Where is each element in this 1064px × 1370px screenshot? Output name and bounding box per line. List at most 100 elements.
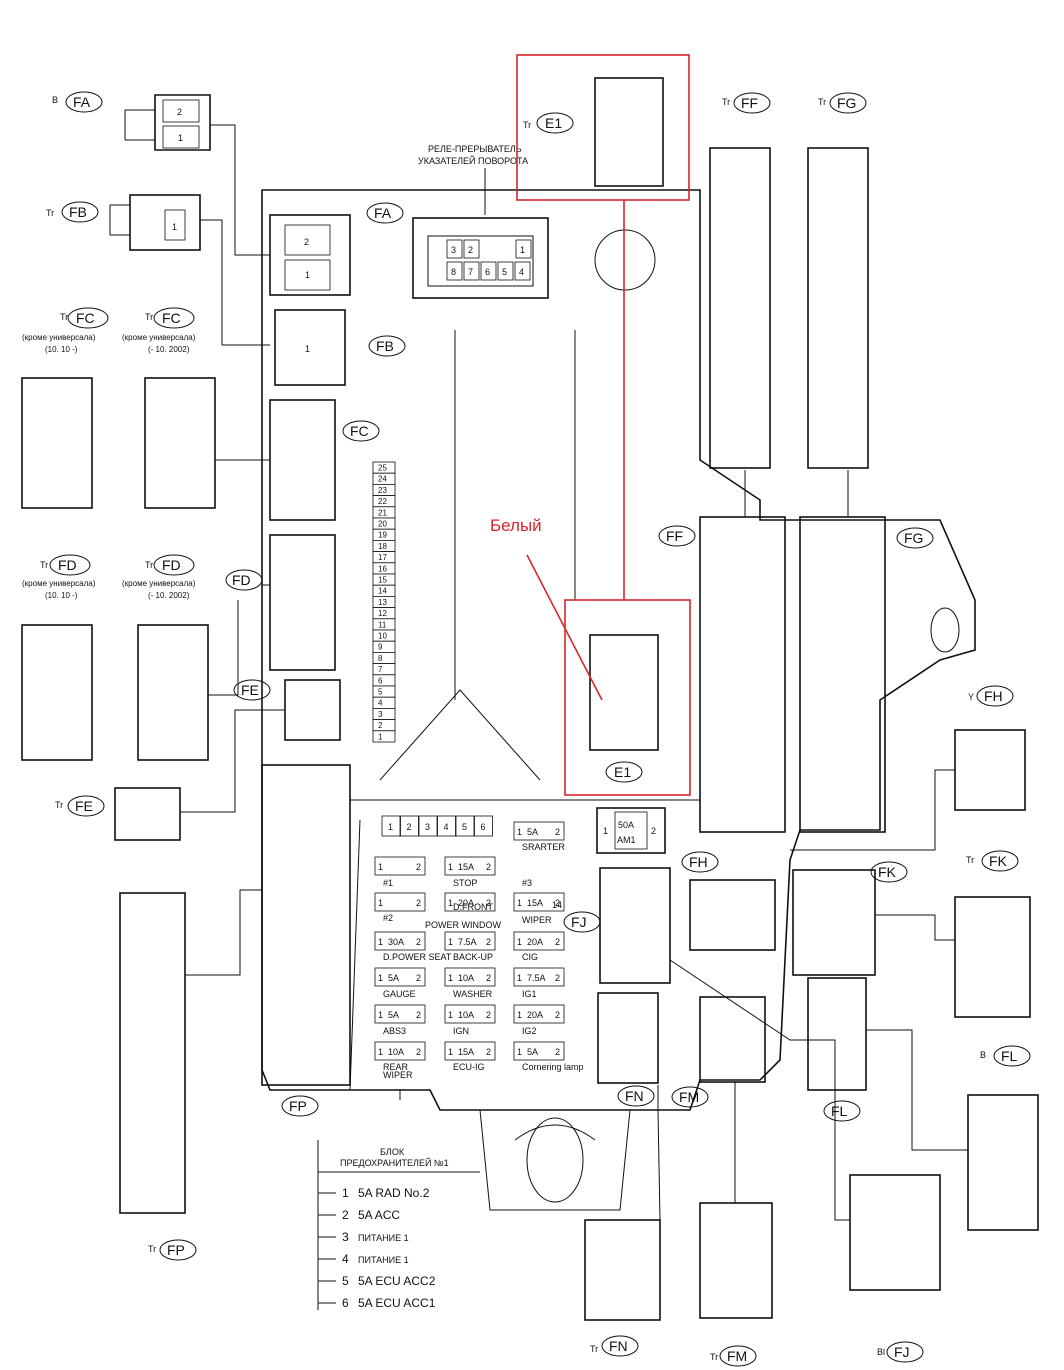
legend-number: 5: [342, 1274, 349, 1288]
connector-code: E1: [545, 115, 562, 131]
strip-number: 7: [378, 665, 383, 674]
connector-prefix: Tr: [60, 312, 68, 322]
fuse-pin: 1: [517, 827, 522, 837]
legend-number: 3: [342, 1230, 349, 1244]
connector-fe-external: Tr FE FE: [55, 679, 285, 841]
fuse-pin: 1: [517, 1047, 522, 1057]
relay-pin-label: 4: [519, 267, 524, 277]
relay-pin: [480, 261, 497, 281]
connector-prefix: Tr: [722, 97, 730, 107]
connector-code: FD: [58, 557, 77, 573]
fuse-pin: 1: [517, 973, 522, 983]
fuse: [374, 931, 426, 951]
fuse-pin: 2: [486, 937, 491, 947]
fuse-label: STOP: [453, 878, 477, 888]
legend-text: 5A ECU ACC2: [358, 1274, 436, 1288]
fuse-pin: 2: [416, 1010, 421, 1020]
relay-pin: [463, 261, 480, 281]
fuse-name: AM1: [617, 835, 636, 845]
fuse-amps: 5A: [527, 827, 538, 837]
connector-code: FH: [689, 854, 708, 870]
fuse-label: WASHER: [453, 989, 493, 999]
strip-number: 6: [378, 676, 383, 685]
relay-pin-label: 3: [451, 245, 456, 255]
fuse-pin: 1: [448, 1010, 453, 1020]
fuse-block-body: [261, 189, 976, 1211]
fuse-pin: 1: [517, 937, 522, 947]
fuse-slot: [400, 815, 419, 837]
fuse-slot-number: 4: [444, 822, 449, 832]
legend-number: 1: [342, 1186, 349, 1200]
connector-prefix: B: [52, 95, 58, 105]
legend-title: ПРЕДОХРАНИТЕЛЕЙ №1: [340, 1157, 449, 1168]
connector-code: FM: [679, 1089, 699, 1105]
pin-label: 1: [305, 270, 310, 280]
connector-code: FG: [837, 95, 856, 111]
connector-code: FA: [73, 94, 91, 110]
fuse-label: D.POWER SEAT: [383, 952, 452, 962]
pin-column-strip: 2524232221201918171615141312111098765432…: [372, 461, 396, 743]
strip-number: 19: [378, 531, 387, 540]
connector-code: FA: [374, 205, 392, 221]
strip-cell: [372, 696, 396, 709]
strip-number: 23: [378, 486, 387, 495]
connector-prefix: Tr: [46, 208, 54, 218]
relay-pin-label: 7: [468, 267, 473, 277]
connector-fh: FH Y FH: [681, 685, 1026, 951]
fuse-label: #2: [383, 913, 393, 923]
fuse-pin: 2: [416, 898, 421, 908]
connector-prefix: B: [980, 1050, 986, 1060]
fuse-pin: 2: [555, 1010, 560, 1020]
connector-fb-external: 1 Tr FB: [46, 194, 270, 346]
connector-code: FH: [984, 688, 1003, 704]
fuse-pin: 2: [555, 973, 560, 983]
fuse-pin: 2: [416, 973, 421, 983]
strip-number: 3: [378, 710, 383, 719]
fuse-amps: 5A: [388, 1010, 399, 1020]
relay-pin: [497, 261, 514, 281]
fuse-pin: 1: [378, 898, 383, 908]
fuse: [513, 931, 565, 951]
connector-code: FD: [232, 572, 251, 588]
fuse-amps: 7.5A: [527, 973, 546, 983]
legend-number: 4: [342, 1252, 349, 1266]
fuse: [444, 1041, 496, 1061]
fuse-pin: 1: [448, 862, 453, 872]
fuse: [444, 892, 496, 912]
variant-note: (- 10. 2002): [148, 345, 190, 354]
fuse-pin: 2: [651, 826, 656, 836]
connector-code: FK: [878, 864, 897, 880]
connector-prefix: Tr: [55, 800, 63, 810]
connector-code: FG: [904, 530, 923, 546]
strip-cell: [372, 685, 396, 698]
strip-number: 9: [378, 643, 383, 652]
strip-cell: [372, 640, 396, 653]
connector-fd-external: Tr FD (кроме универсала) (10. 10 -) Tr F…: [21, 554, 270, 761]
connector-code: FL: [831, 1103, 848, 1119]
fuse-pin: 2: [486, 862, 491, 872]
fuse-label: GAUGE: [383, 989, 416, 999]
legend-text: 5A ACC: [358, 1208, 400, 1222]
fuse: [374, 856, 426, 876]
fuse-slot: [418, 815, 438, 837]
fuse-label: SRARTER: [522, 842, 565, 852]
fuse: [513, 1041, 565, 1061]
strip-number: 11: [378, 620, 387, 629]
connector-prefix: Tr: [523, 120, 531, 130]
legend-number: 6: [342, 1296, 349, 1310]
strip-cell: [372, 652, 396, 665]
fuse: [374, 1004, 426, 1024]
fuse: [374, 967, 426, 987]
connector-e1-internal: E1 Белый: [490, 516, 691, 796]
relay-pin-label: 8: [451, 267, 456, 277]
connector-fj: FJ Bl FJ: [563, 867, 941, 1363]
strip-number: 25: [378, 464, 387, 473]
fuse-label: #3: [522, 878, 532, 888]
fuse-amps: 20A: [458, 898, 474, 908]
strip-cell: [372, 663, 396, 676]
fuse-label: IG1: [522, 989, 537, 999]
strip-number: 12: [378, 609, 387, 618]
fuse: [513, 892, 565, 912]
